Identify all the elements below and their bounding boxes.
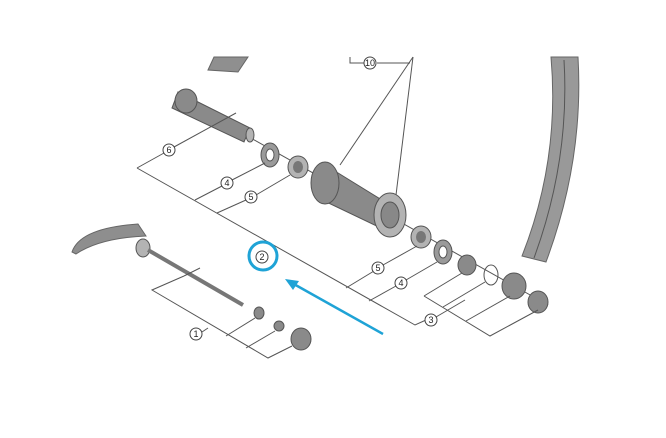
locknut-part	[457, 254, 477, 276]
callout-label: 6	[166, 145, 171, 155]
callout-label: 1	[193, 329, 198, 339]
highlight-circle	[247, 240, 279, 272]
callout-label: 10	[365, 58, 375, 68]
callout-label: 3	[428, 315, 433, 325]
callout-label: 4	[398, 278, 403, 288]
callout-5-right: 5	[371, 261, 385, 275]
spokes	[339, 56, 414, 196]
callout-label: 5	[248, 192, 253, 202]
rim-top-left	[207, 56, 249, 73]
end-cap-part	[501, 272, 527, 300]
callout-label: 2	[259, 252, 264, 262]
callout-4-right: 4	[394, 276, 408, 290]
end-nut-part	[527, 290, 549, 314]
o-ring-part	[483, 264, 499, 286]
axle-part	[171, 88, 255, 143]
highlight-arrow	[285, 279, 384, 336]
callout-5-left: 5	[244, 190, 258, 204]
callout-label: 4	[224, 178, 229, 188]
callout-2: 2	[255, 250, 269, 264]
callout-4-left: 4	[220, 176, 234, 190]
rim-right	[521, 56, 580, 263]
quick-release-part	[71, 223, 312, 351]
leader-lines	[136, 112, 539, 359]
callout-1: 1	[189, 327, 203, 341]
callout-6: 6	[162, 143, 176, 157]
hub-body-part	[310, 161, 407, 238]
callout-label: 5	[375, 263, 380, 273]
callout-3: 3	[424, 313, 438, 327]
callout-10: 10	[363, 56, 377, 70]
